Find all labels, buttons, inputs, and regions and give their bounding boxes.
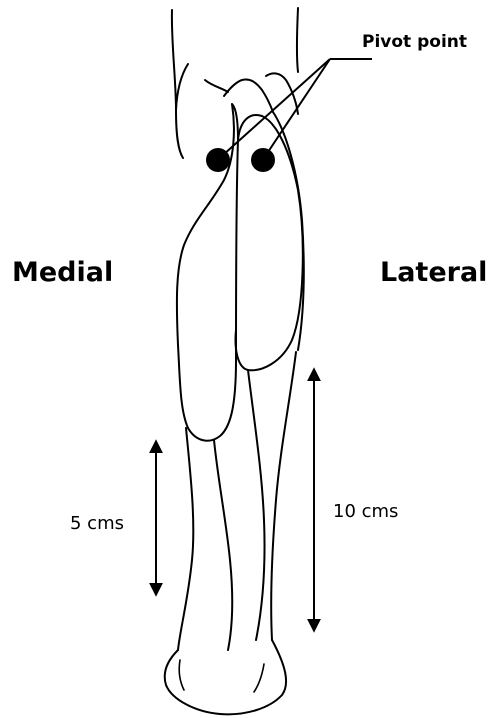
medial-label: Medial <box>12 257 113 288</box>
long-distance-label: 10 cms <box>333 501 398 522</box>
pivot-points <box>206 148 275 172</box>
heel-inner-line-right <box>254 664 264 692</box>
leg-left-edge <box>172 10 183 158</box>
pivot-leader-lines <box>223 59 372 155</box>
thigh-mid-line <box>224 79 273 112</box>
lateral-label: Lateral <box>380 257 487 288</box>
pivot-point-lateral <box>251 148 275 172</box>
leg-outline <box>165 8 304 714</box>
thigh-inner-line <box>176 64 188 110</box>
leg-right-edge <box>297 8 298 72</box>
achilles-inner-right <box>248 370 265 640</box>
achilles-inner-left <box>214 440 232 650</box>
short-distance-label: 5 cms <box>70 513 124 534</box>
heel-outline <box>165 640 286 714</box>
dimension-arrows <box>156 370 314 630</box>
heel-inner-line <box>179 660 184 690</box>
knee-line-left <box>205 80 228 92</box>
achilles-left <box>178 428 193 650</box>
achilles-right <box>271 352 296 640</box>
pivot-point-label: Pivot point <box>362 32 467 52</box>
